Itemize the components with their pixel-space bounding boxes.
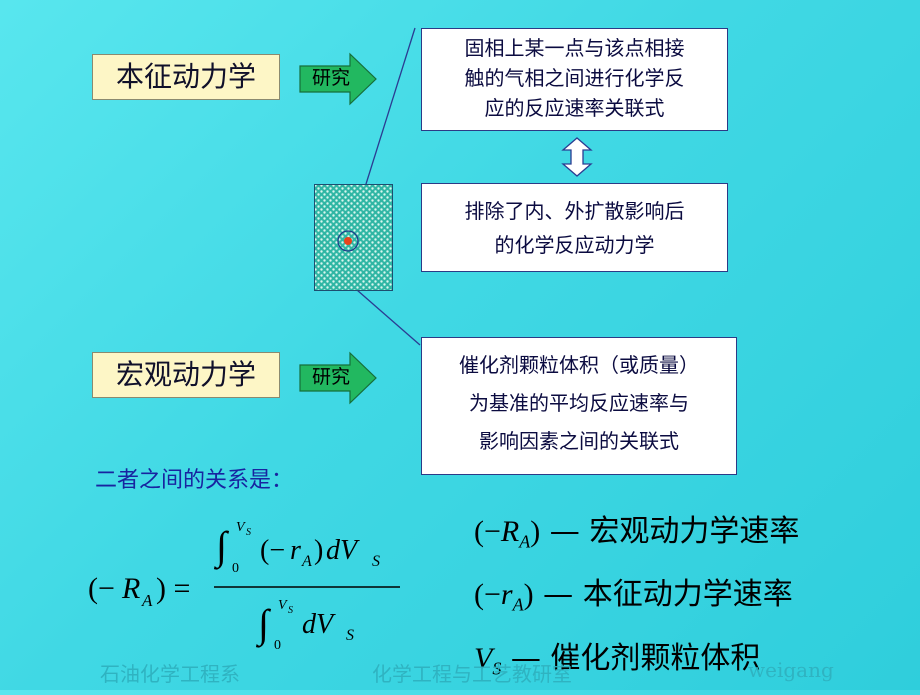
equivalent-definition-box: 排除了内、外扩散影响后 的化学反应动力学: [421, 183, 728, 272]
legend-item: VS — 催化剂颗粒体积: [474, 632, 799, 695]
svg-text:0: 0: [232, 561, 239, 576]
macroscopic-kinetics-label: 宏观动力学: [92, 352, 280, 398]
legend-text: 催化剂颗粒体积: [550, 640, 761, 676]
research-label: 研究: [311, 366, 350, 388]
definition-line: 为基准的平均反应速率与: [469, 391, 689, 415]
svg-text:0: 0: [274, 638, 281, 653]
definition-line: 影响因素之间的关联式: [479, 429, 679, 453]
intrinsic-kinetics-label: 本征动力学: [92, 54, 280, 100]
svg-text:S: S: [346, 627, 354, 644]
definition-line: 的化学反应动力学: [494, 233, 655, 257]
legend-dash: —: [510, 640, 541, 676]
legend-item: (−rA) — 本征动力学速率: [474, 568, 799, 631]
legend-dash: —: [549, 514, 580, 549]
svg-text:S: S: [372, 553, 380, 570]
intrinsic-definition-box: 固相上某一点与该点相接 触的气相之间进行化学反 应的反应速率关联式: [421, 28, 728, 131]
svg-text:R: R: [121, 572, 140, 605]
definition-line: 排除了内、外扩散影响后: [464, 199, 685, 223]
svg-text:S: S: [246, 527, 251, 538]
right-arrow-icon: [299, 351, 377, 405]
svg-text:dV: dV: [326, 535, 360, 566]
research-arrow-macroscopic: 研究: [298, 351, 378, 405]
double-arrow-icon: [561, 137, 593, 177]
svg-text:) =: ) =: [156, 572, 190, 605]
footer-lab: 化学工程与工艺教研室: [372, 662, 572, 686]
symbol-legend: (−RA) — 宏观动力学速率 (−rA) — 本征动力学速率 VS — 催化剂…: [474, 505, 799, 695]
svg-text:V: V: [236, 520, 246, 535]
svg-text:(−: (−: [260, 535, 285, 566]
svg-text:(−: (−: [88, 572, 115, 605]
legend-symbol: VS: [474, 641, 502, 678]
legend-dash: —: [543, 577, 574, 613]
definition-line: 催化剂颗粒体积（或质量）: [459, 353, 699, 377]
definition-line: 应的反应速率关联式: [484, 96, 665, 120]
svg-text:S: S: [288, 605, 293, 616]
macroscopic-definition-box: 催化剂颗粒体积（或质量） 为基准的平均反应速率与 影响因素之间的关联式: [421, 337, 737, 475]
footer-department: 石油化学工程系: [100, 662, 240, 686]
research-label: 研究: [311, 67, 350, 89]
right-arrow-icon: [299, 52, 377, 106]
svg-text:∫: ∫: [213, 523, 230, 570]
svg-text:r: r: [290, 535, 301, 566]
legend-item: (−RA) — 宏观动力学速率: [474, 505, 799, 568]
svg-text:A: A: [141, 591, 153, 610]
definition-line: 固相上某一点与该点相接: [464, 36, 685, 60]
legend-symbol: (−rA): [474, 578, 534, 615]
catalyst-particle: [314, 184, 393, 291]
gas-phase-circle: [337, 230, 359, 252]
legend-text: 宏观动力学速率: [589, 514, 800, 549]
relation-heading: 二者之间的关系是：: [95, 468, 294, 493]
rate-relation-formula: (− R A ) = ∫ V S 0 (− r A ) dV S ∫ V S 0…: [88, 520, 400, 653]
definition-line: 触的气相之间进行化学反: [464, 66, 685, 90]
legend-text: 本征动力学速率: [582, 577, 793, 613]
svg-text:∫: ∫: [255, 601, 272, 648]
center-point-icon: [344, 237, 352, 245]
svg-text:): ): [314, 535, 323, 566]
legend-symbol: (−RA): [474, 515, 541, 552]
svg-text:dV: dV: [302, 609, 336, 640]
research-arrow-intrinsic: 研究: [298, 52, 378, 106]
footer-author: weigang: [748, 658, 834, 682]
svg-text:V: V: [278, 598, 288, 613]
svg-text:A: A: [301, 553, 312, 570]
